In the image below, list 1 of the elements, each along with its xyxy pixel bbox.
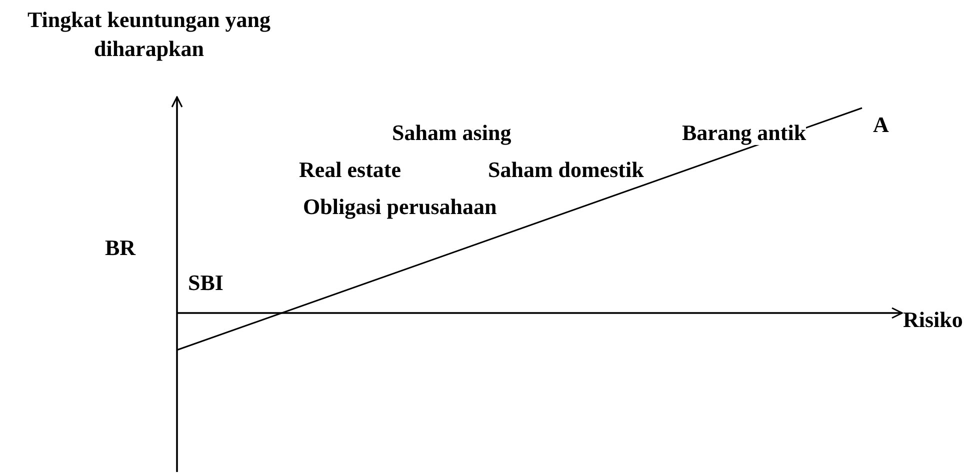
axis-title: Tingkat keuntungan yang diharapkan <box>26 6 272 63</box>
